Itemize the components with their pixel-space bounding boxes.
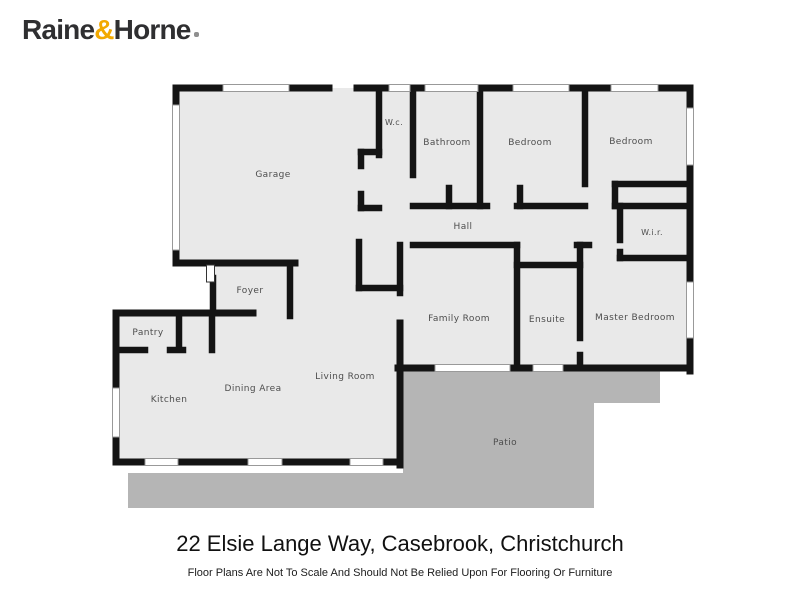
- garage-label: Garage: [255, 170, 290, 180]
- bedroom2-label: Bedroom: [609, 137, 653, 147]
- room-labels: Garage W.c. Bathroom Bedroom Bedroom Hal…: [132, 118, 675, 448]
- bedroom2-window: [610, 84, 659, 92]
- dining-area-label: Dining Area: [224, 384, 281, 394]
- windows: [112, 84, 694, 466]
- wir-label: W.i.r.: [641, 228, 663, 237]
- raine-and-horne-logo: Raine&Horne: [22, 14, 199, 46]
- kitchen-bottom-window: [144, 458, 179, 466]
- bedroom-wing-floor: [357, 88, 690, 245]
- bathroom-label: Bathroom: [423, 138, 470, 148]
- ensuite-label: Ensuite: [529, 315, 565, 325]
- logo-raine: Raine: [22, 14, 95, 45]
- property-address: 22 Elsie Lange Way, Casebrook, Christchu…: [176, 531, 624, 556]
- dining-bottom-window: [247, 458, 283, 466]
- family-patio-slider: [434, 364, 511, 372]
- living-bottom-window: [349, 458, 384, 466]
- garage-floor: [176, 88, 379, 263]
- master-bedroom-label: Master Bedroom: [595, 313, 675, 323]
- front-door: [206, 264, 215, 283]
- registered-mark-icon: [193, 32, 199, 37]
- living-room-label: Living Room: [315, 372, 375, 382]
- patio-label: Patio: [493, 438, 517, 448]
- garage-door-panel: [172, 104, 180, 251]
- interior-walls: [112, 84, 694, 372]
- hall-label: Hall: [454, 222, 473, 232]
- kitchen-side-window: [112, 387, 120, 438]
- bathroom-window: [424, 84, 479, 92]
- master-side-window: [686, 281, 694, 339]
- patio-area: [128, 371, 660, 508]
- kitchen-label: Kitchen: [151, 395, 188, 405]
- wc-label: W.c.: [385, 118, 403, 127]
- living-top-floor: [293, 292, 400, 316]
- bedroom2-side-window: [686, 107, 694, 166]
- bedroom1-label: Bedroom: [508, 138, 552, 148]
- foyer-label: Foyer: [237, 286, 264, 296]
- kitchen-living-floor: [116, 313, 400, 462]
- master-bottom-window: [532, 364, 564, 372]
- logo-horne: Horne: [113, 14, 192, 45]
- wc-window: [388, 84, 411, 92]
- pantry-label: Pantry: [132, 328, 163, 338]
- garage-top-window: [222, 84, 290, 92]
- logo-ampersand: &: [94, 14, 114, 45]
- family-room-label: Family Room: [428, 314, 490, 324]
- bedroom1-window: [512, 84, 570, 92]
- floorplan-disclaimer: Floor Plans Are Not To Scale And Should …: [187, 567, 613, 579]
